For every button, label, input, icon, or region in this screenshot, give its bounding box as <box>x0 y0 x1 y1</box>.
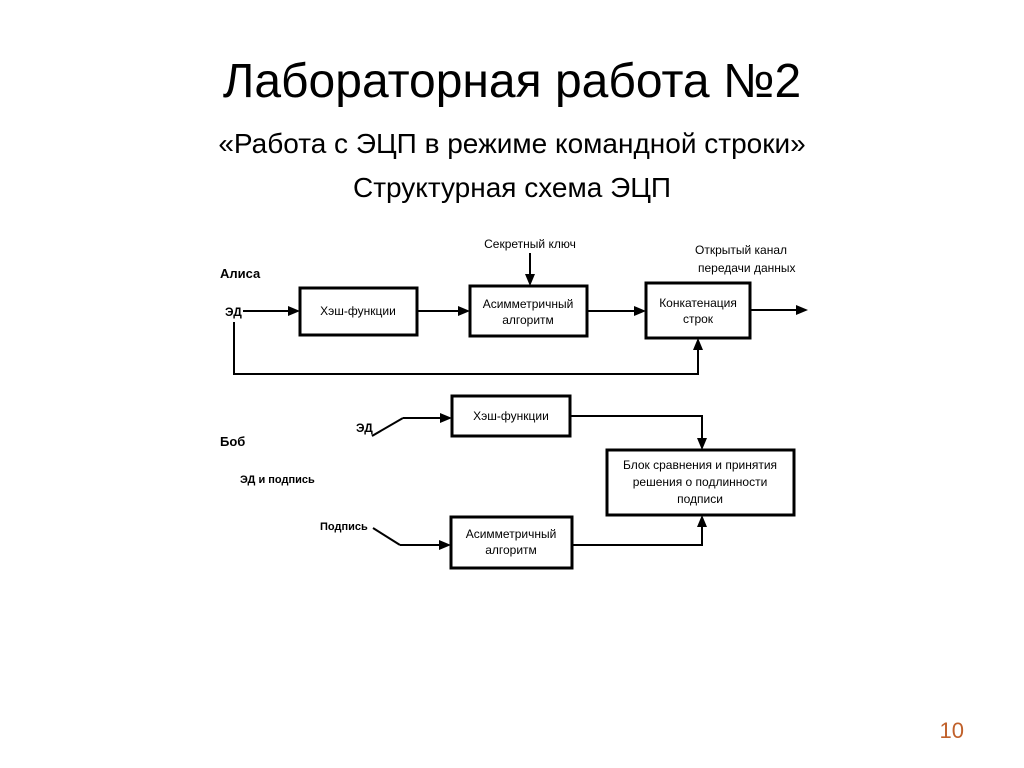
bob-hash-to-compare-line <box>570 415 703 438</box>
secret-key-arrow <box>525 274 535 286</box>
bob-ed-label: ЭД <box>356 421 373 435</box>
compare-label-line2: решения о подлинности <box>633 475 768 489</box>
page-number: 10 <box>939 718 964 743</box>
bob-sig-label: Подпись <box>320 521 368 533</box>
slide-subtitle: «Работа с ЭЦП в режиме командной строки» <box>218 128 806 159</box>
alice-asym-box <box>468 284 589 338</box>
alice-bypass-arrow <box>693 338 703 350</box>
bob-hash-to-compare-arrow <box>697 438 707 450</box>
compare-label-line3: подписи <box>677 492 723 506</box>
bob-asym-label-line1: Асимметричный <box>466 527 557 541</box>
slide-title: Лабораторная работа №2 <box>222 55 802 108</box>
bob-asym-to-compare-line <box>572 527 703 546</box>
alice-asym-to-concat-arrow <box>634 306 646 316</box>
alice-hash-label: Хэш-функции <box>320 304 396 318</box>
diagram-caption: Структурная схема ЭЦП <box>352 172 672 203</box>
concat-label-line1: Конкатенация <box>659 296 737 310</box>
alice-label: Алиса <box>220 266 261 281</box>
bob-asym-to-compare-arrow <box>697 515 707 527</box>
bob-asym-box <box>449 515 574 570</box>
alice-hash-to-asym-arrow <box>458 306 470 316</box>
open-channel-output-arrow <box>796 305 808 315</box>
bob-sig-switch <box>372 527 401 546</box>
bob-ed-to-hash-arrow <box>440 413 452 423</box>
open-channel-label-line1: Открытый канал <box>695 243 787 257</box>
alice-asym-label-line1: Асимметричный <box>483 297 574 311</box>
bob-label: Боб <box>220 434 245 449</box>
open-channel-label-line2: передачи данных <box>698 261 796 275</box>
bob-sig-to-asym-arrow <box>439 540 451 550</box>
bob-ed-switch <box>371 417 404 437</box>
alice-input-label: ЭД <box>225 305 242 319</box>
secret-key-label: Секретный ключ <box>484 237 576 251</box>
alice-bypass-line <box>233 322 699 375</box>
compare-box <box>605 448 796 517</box>
bob-hash-label: Хэш-функции <box>473 409 549 423</box>
bob-asym-label-line2: алгоритм <box>485 543 537 557</box>
compare-label-line1: Блок сравнения и принятия <box>623 458 777 472</box>
concat-box <box>644 281 752 340</box>
alice-ed-to-hash-arrow <box>288 306 300 316</box>
concat-label-line2: строк <box>683 312 714 326</box>
bob-ed-sig-label: ЭД и подпись <box>240 474 315 486</box>
alice-asym-label-line2: алгоритм <box>502 313 554 327</box>
